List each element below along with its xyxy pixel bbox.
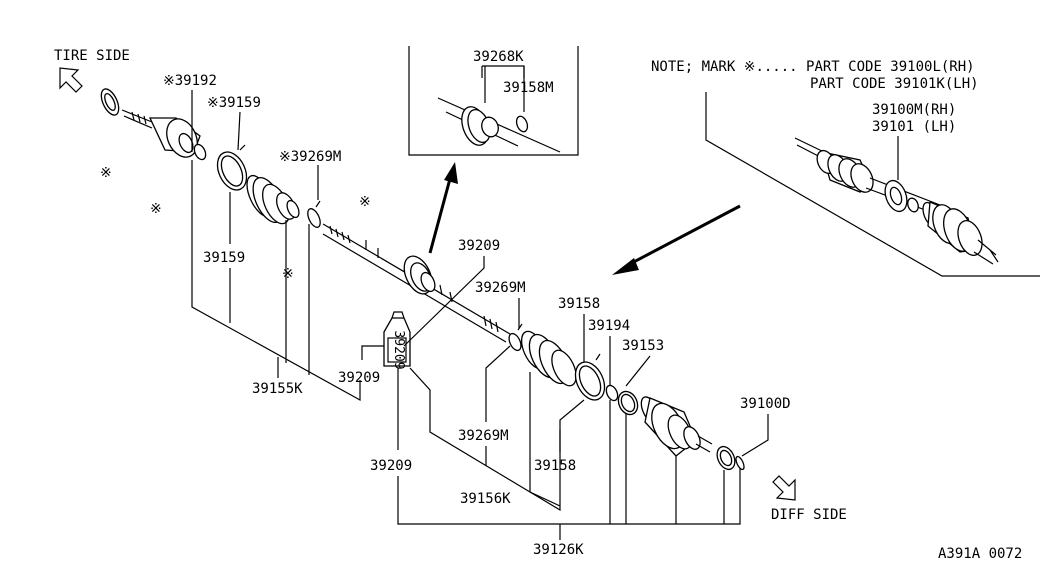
inset-pointer-arrow: [428, 162, 458, 254]
mark-asterisk-4: ※: [359, 194, 371, 210]
boot-band-39158: [574, 353, 606, 401]
label-39269m-b[interactable]: 39269M: [458, 428, 509, 444]
label-39209-b[interactable]: 39209: [458, 238, 500, 254]
label-39158-b[interactable]: 39158: [534, 458, 576, 474]
assembly-illustration: [705, 92, 1040, 277]
label-39209-a[interactable]: 39209: [338, 370, 380, 386]
mark-asterisk-1: ※: [100, 165, 112, 181]
diff-side-boot: [520, 330, 577, 387]
tire-side-joint: [100, 88, 207, 161]
diagram-code: A391A 0072: [938, 546, 1022, 562]
mark-asterisk-2: ※: [150, 201, 162, 217]
band-39269m-top: [307, 200, 321, 228]
ring-39194: [605, 384, 619, 402]
label-39153[interactable]: 39153: [622, 338, 664, 354]
seal-39100d: [716, 445, 745, 471]
label-39159-top[interactable]: ※39159: [207, 95, 261, 111]
note-line-2: PART CODE 39101K(LH): [810, 76, 979, 92]
tire-side-boot: [246, 174, 300, 225]
band-39269m: [508, 323, 523, 352]
assembly-pointer-arrow: [612, 204, 741, 275]
label-39156k[interactable]: 39156K: [460, 491, 511, 507]
inset-label-39268k[interactable]: 39268K: [473, 49, 524, 65]
label-39101-lh[interactable]: 39101 (LH): [872, 119, 956, 135]
circlip-39153: [617, 390, 639, 416]
inset-label-39158m[interactable]: 39158M: [503, 80, 554, 96]
grease-tube-39209: 39209: [383, 311, 411, 370]
label-39269m-a[interactable]: 39269M: [475, 280, 526, 296]
label-39209-c[interactable]: 39209: [370, 458, 412, 474]
label-39126k[interactable]: 39126K: [533, 542, 584, 558]
tire-side-label: TIRE SIDE: [54, 48, 130, 64]
inset-detail: 39268K 39158M: [408, 46, 579, 156]
driveshaft: [322, 223, 511, 343]
label-39159[interactable]: 39159: [203, 250, 245, 266]
label-39194[interactable]: 39194: [588, 318, 630, 334]
diff-side-joint: [640, 396, 713, 457]
tube-label: 39209: [391, 330, 406, 369]
diff-side-arrow-icon: [772, 475, 796, 501]
label-39158-a[interactable]: 39158: [558, 296, 600, 312]
label-39192[interactable]: ※39192: [163, 73, 217, 89]
leader-lines: [191, 90, 769, 540]
label-39100d[interactable]: 39100D: [740, 396, 791, 412]
tire-side-arrow-icon: [59, 67, 83, 93]
label-39100m-rh[interactable]: 39100M(RH): [872, 102, 956, 118]
note-line-1: NOTE; MARK ※..... PART CODE 39100L(RH): [651, 59, 975, 75]
boot-band-39159: [216, 144, 248, 191]
label-39269m-top[interactable]: ※39269M: [279, 149, 341, 165]
label-39155k[interactable]: 39155K: [252, 381, 303, 397]
diff-side-label: DIFF SIDE: [771, 507, 847, 523]
mark-asterisk-3: ※: [282, 266, 294, 282]
